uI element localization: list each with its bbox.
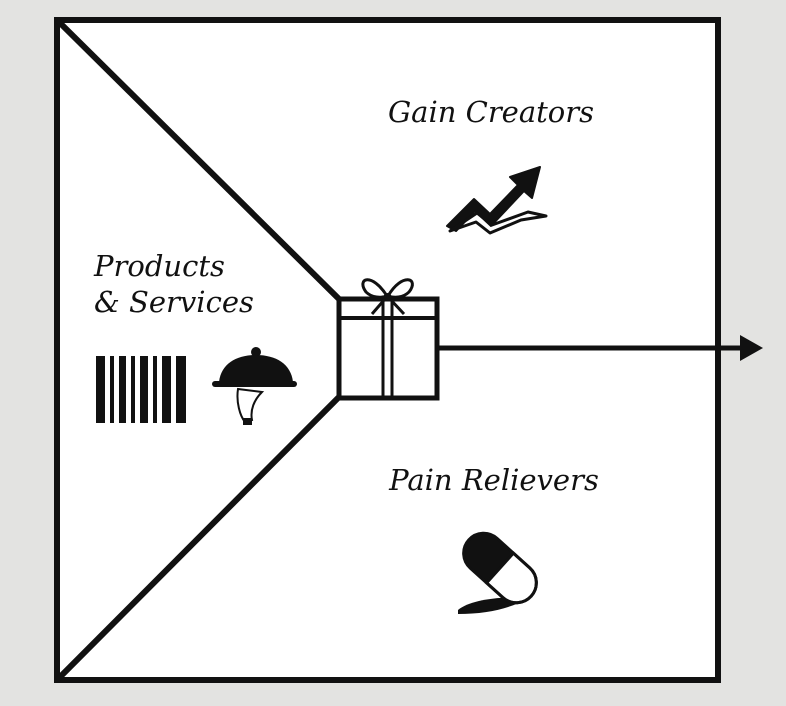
arrow-right-icon <box>438 335 763 361</box>
barcode-icon <box>96 356 186 423</box>
serving-cloche-icon <box>212 347 297 425</box>
pill-capsule-icon <box>458 531 538 614</box>
divider-bottom-diagonal <box>54 393 343 683</box>
products-services-label-line2: & Services <box>94 285 254 319</box>
gift-box-icon <box>336 278 440 401</box>
divider-top-diagonal <box>54 17 343 303</box>
rising-trend-arrow-icon <box>446 166 548 235</box>
gain-creators-label: Gain Creators <box>388 95 594 129</box>
products-services-label-line1: Products <box>93 249 225 283</box>
pain-relievers-label: Pain Relievers <box>388 463 599 497</box>
